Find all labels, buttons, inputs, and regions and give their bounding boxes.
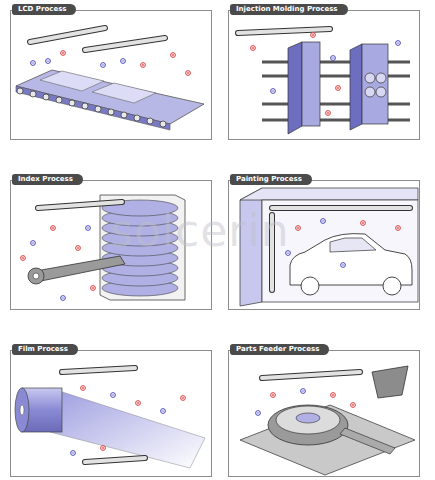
rollers [17, 88, 166, 127]
ion-bar [62, 368, 135, 372]
glass-plate [40, 71, 104, 91]
arm-end [28, 268, 44, 284]
ion [86, 226, 91, 231]
ion [141, 63, 146, 68]
ion-bar [85, 458, 145, 462]
mold-plate [302, 42, 320, 126]
ion [396, 226, 401, 231]
conveyor [16, 70, 204, 124]
bowl-inner [276, 406, 340, 434]
panel-title: Film Process [12, 344, 78, 355]
ion [51, 226, 56, 231]
car-wheel [301, 277, 319, 295]
ion-bar [30, 28, 105, 42]
ion [271, 393, 276, 398]
ion [111, 393, 116, 398]
film-art [15, 368, 205, 468]
film-sheet [50, 388, 205, 468]
ion [61, 296, 66, 301]
ion [31, 61, 36, 66]
ion [76, 246, 81, 251]
transfer-arm [30, 256, 125, 282]
ion [341, 263, 346, 268]
ion [311, 33, 316, 38]
feeder-bowl [268, 405, 348, 445]
mold-plate [362, 44, 388, 124]
panel-title: Injection Molding Process [230, 4, 348, 15]
ion-bar [272, 205, 410, 211]
mold-side [288, 42, 302, 134]
glass-plate [92, 83, 156, 103]
ion-bar [262, 372, 360, 378]
ion-bar [262, 372, 360, 378]
ion [46, 59, 51, 64]
feeder-art [240, 366, 415, 475]
base-plate [240, 405, 415, 475]
ion [31, 241, 36, 246]
panel-title: Painting Process [230, 174, 312, 185]
ion [101, 63, 106, 68]
ion-bar [85, 458, 145, 462]
ion-bar [238, 29, 330, 33]
hopper [372, 366, 408, 398]
ion [251, 46, 256, 51]
ion [161, 409, 166, 414]
ion [336, 86, 341, 91]
ion [121, 59, 126, 64]
process-panel: Parts Feeder Process [228, 350, 420, 477]
mold-cavities [365, 73, 386, 97]
ion-bar [238, 29, 330, 33]
panel-title: LCD Process [12, 4, 76, 15]
process-panel: Injection Molding Process [228, 10, 420, 140]
ion-bar [85, 38, 165, 50]
injection-art [238, 29, 410, 134]
ion [136, 401, 141, 406]
ion [321, 219, 326, 224]
ion [21, 256, 26, 261]
arm-hole [33, 273, 39, 279]
ion [296, 226, 301, 231]
ion [81, 386, 86, 391]
process-panel: LCD Process [10, 10, 212, 140]
ion [271, 89, 276, 94]
mold-side [350, 44, 362, 130]
ion-bar [272, 206, 410, 210]
ion [101, 446, 106, 451]
watermark: solcerin [110, 205, 290, 256]
roll-core [20, 405, 24, 415]
bowl-center [296, 413, 320, 423]
ion [61, 51, 66, 56]
ion [326, 111, 331, 116]
ion-bar [38, 202, 122, 208]
ion [171, 53, 176, 58]
ion [351, 403, 356, 408]
ion [361, 221, 366, 226]
car-wheel [383, 277, 401, 295]
ion [256, 411, 261, 416]
process-panel: Film Process [10, 350, 212, 477]
feed-track [340, 428, 395, 454]
ion-bar [38, 202, 122, 208]
ion [186, 71, 191, 76]
booth-roof [240, 188, 418, 200]
ion-bar [85, 38, 165, 50]
ion [331, 56, 336, 61]
car-window [330, 238, 376, 252]
roll-end [15, 388, 29, 432]
ion [301, 389, 306, 394]
ion [71, 451, 76, 456]
ion [91, 286, 96, 291]
ion [181, 396, 186, 401]
ion [331, 393, 336, 398]
ion [396, 41, 401, 46]
panel-title: Index Process [12, 174, 83, 185]
ion-bar [30, 28, 105, 42]
lcd-art [16, 28, 204, 130]
panel-title: Parts Feeder Process [230, 344, 329, 355]
ion-bar [62, 368, 135, 372]
